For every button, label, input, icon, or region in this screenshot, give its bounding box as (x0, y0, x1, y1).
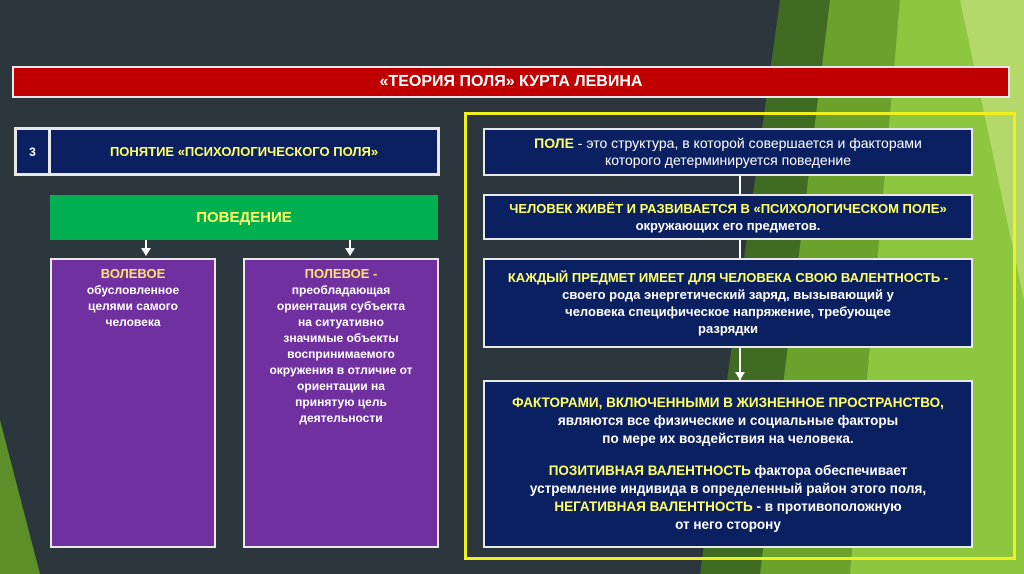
text-line: ориентация субъекта (276, 299, 406, 313)
keyword: ФАКТОРАМИ, ВКЛЮЧЕННЫМИ В ЖИЗНЕННОЕ ПРОСТ… (512, 395, 944, 410)
text-line: человека специфическое напряжение, требу… (565, 304, 891, 319)
text-line: на ситуативно (298, 315, 384, 329)
text-line: - это структура, в которой совершается и… (573, 135, 922, 151)
text-line: разрядки (698, 321, 758, 336)
text-line: являются все физические и социальные фак… (557, 413, 899, 428)
keyword: ПОЗИТИВНАЯ ВАЛЕНТНОСТЬ (548, 463, 751, 478)
arrow-stem-left (145, 240, 147, 249)
text-line: окружающих его предметов. (635, 218, 821, 233)
section-number: 3 (17, 130, 51, 173)
text-line: по мере их воздействия на человека. (602, 431, 854, 446)
valence-box: КАЖДЫЙ ПРЕДМЕТ ИМЕЕТ ДЛЯ ЧЕЛОВЕКА СВОЮ В… (483, 258, 973, 348)
text-line: которого детерминируется поведение (604, 152, 852, 168)
field-definition-box: ПОЛЕ - это структура, в которой совершае… (483, 128, 973, 176)
field-theory-frame (464, 112, 1016, 560)
text-line: - в противоположную (752, 499, 902, 514)
connector-line (739, 128, 741, 380)
concept-header: 3 ПОНЯТИЕ «ПСИХОЛОГИЧЕСКОГО ПОЛЯ» (14, 127, 440, 176)
text-line: от него сторону (675, 517, 781, 532)
arrow-down-icon (141, 248, 151, 256)
text-line: своего рода энергетический заряд, вызыва… (562, 287, 894, 302)
keyword: КАЖДЫЙ ПРЕДМЕТ ИМЕЕТ ДЛЯ ЧЕЛОВЕКА СВОЮ В… (507, 270, 949, 285)
behavior-box: ПОВЕДЕНИЕ (50, 195, 438, 240)
text-line: деятельности (299, 411, 383, 425)
text-line: окружения в отличие от (269, 363, 413, 377)
person-field-box: ЧЕЛОВЕК ЖИВЁТ И РАЗВИВАЕТСЯ В «ПСИХОЛОГИ… (483, 194, 973, 240)
field-box: ПОЛЕВОЕ - преобладающая ориентация субъе… (243, 258, 439, 548)
text-line: преобладающая (291, 283, 391, 297)
text-line: значимые объекты (283, 331, 399, 345)
slide-title: «ТЕОРИЯ ПОЛЯ» КУРТА ЛЕВИНА (12, 66, 1010, 98)
text-line: устремление индивида в определенный райо… (529, 481, 927, 496)
keyword: НЕГАТИВНАЯ ВАЛЕНТНОСТЬ (554, 499, 753, 514)
field-heading: ПОЛЕВОЕ - (304, 266, 378, 281)
arrow-down-icon (735, 372, 745, 380)
volitional-heading: ВОЛЕВОЕ (100, 266, 166, 281)
keyword: ПОЛЕ (534, 135, 574, 151)
text-line: обусловленное (86, 283, 180, 297)
text-line: целями самого (88, 299, 178, 313)
keyword: ЧЕЛОВЕК ЖИВЁТ И РАЗВИВАЕТСЯ В «ПСИХОЛОГИ… (509, 201, 947, 216)
factors-box: ФАКТОРАМИ, ВКЛЮЧЕННЫМИ В ЖИЗНЕННОЕ ПРОСТ… (483, 380, 973, 548)
arrow-stem-right (349, 240, 351, 249)
text-line: человека (105, 315, 161, 329)
text-line: принятую цель (295, 395, 387, 409)
concept-label: ПОНЯТИЕ «ПСИХОЛОГИЧЕСКОГО ПОЛЯ» (109, 144, 379, 159)
arrow-down-icon (345, 248, 355, 256)
text-line: ориентации на (297, 379, 385, 393)
text-line: фактора обеспечивает (750, 463, 908, 478)
volitional-box: ВОЛЕВОЕ обусловленное целями самого чело… (50, 258, 216, 548)
text-line: воспринимаемого (287, 347, 395, 361)
